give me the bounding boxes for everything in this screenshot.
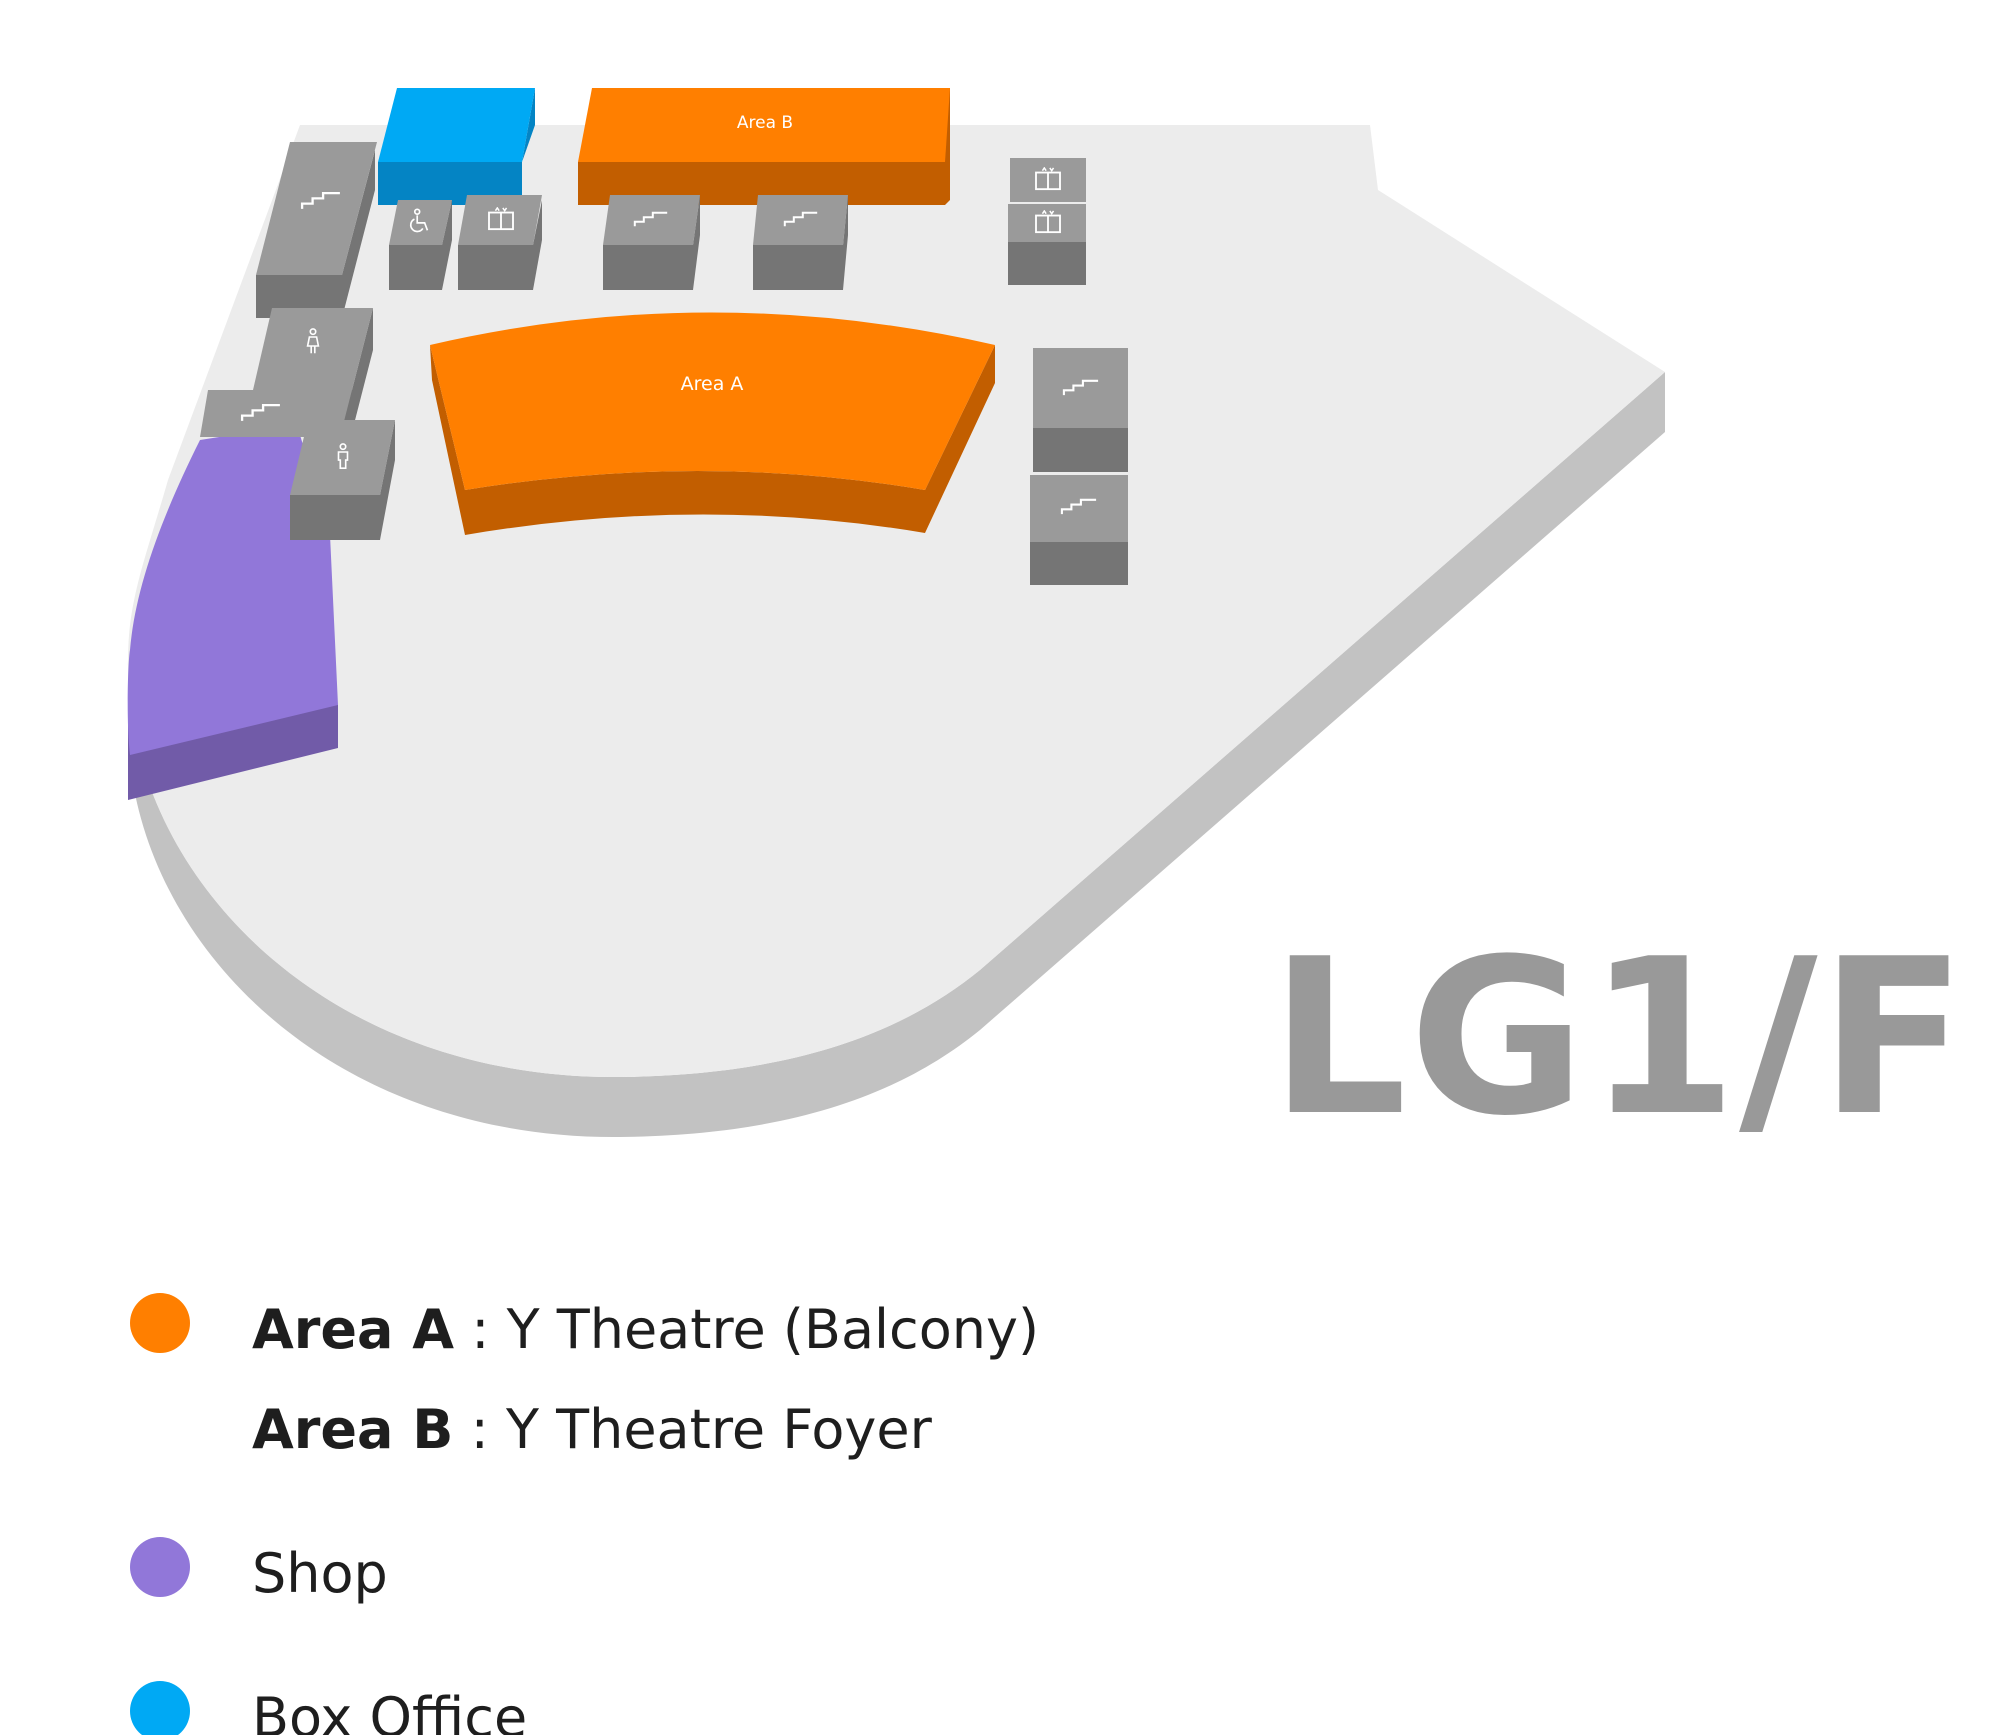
block-front — [389, 245, 442, 290]
box-office-front — [378, 162, 522, 205]
legend-line-shop: Shop — [252, 1524, 1430, 1624]
legend-value: Box Office — [252, 1686, 528, 1735]
male-toilet-block[interactable] — [290, 420, 395, 540]
block-front — [753, 245, 843, 290]
stairs-block[interactable] — [256, 142, 377, 318]
area-b-label: Area B — [737, 113, 793, 133]
shop-area[interactable] — [127, 435, 338, 800]
block-side — [342, 150, 375, 318]
block-front — [1030, 542, 1128, 585]
legend-key: Area A — [252, 1298, 455, 1361]
block-front — [256, 275, 342, 318]
legend-key: Area B — [252, 1398, 454, 1461]
stairs-block[interactable] — [603, 195, 700, 290]
legend-item-areas: Area A : Y Theatre (Balcony) Area B : Y … — [130, 1280, 1430, 1480]
area-b[interactable]: Area B — [578, 88, 950, 205]
block-top — [603, 195, 700, 245]
stairs-block[interactable] — [1030, 475, 1128, 585]
legend-value: : Y Theatre (Balcony) — [454, 1298, 1040, 1361]
block-top — [1008, 204, 1086, 242]
accessible-toilet-block[interactable] — [389, 200, 452, 290]
legend-line-area-b: Area B : Y Theatre Foyer — [252, 1380, 1430, 1480]
legend-line-area-a: Area A : Y Theatre (Balcony) — [252, 1280, 1430, 1380]
area-b-top — [578, 88, 950, 162]
block-top — [1033, 348, 1128, 428]
block-front — [603, 245, 693, 290]
block-top — [1030, 475, 1128, 542]
legend-value: : Y Theatre Foyer — [453, 1398, 932, 1461]
block-front — [290, 495, 380, 540]
block-top — [458, 195, 542, 245]
box-office-top — [378, 88, 535, 162]
stairs-block[interactable] — [753, 195, 848, 290]
shop-area-top — [127, 435, 338, 755]
block-side — [693, 195, 700, 290]
area-b-front — [578, 162, 945, 205]
lift-block[interactable] — [1010, 158, 1086, 202]
area-a-label: Area A — [681, 373, 744, 395]
legend-line-box-office: Box Office — [252, 1668, 1430, 1735]
block-front — [1008, 242, 1086, 285]
legend-dot-orange — [130, 1293, 190, 1353]
area-a-side — [430, 345, 995, 535]
block-top — [290, 420, 395, 495]
legend-dot-blue — [130, 1681, 190, 1735]
stairs-block[interactable] — [1033, 348, 1128, 472]
legend-value: Shop — [252, 1542, 388, 1605]
block-top — [253, 308, 373, 390]
block-top — [753, 195, 848, 245]
block-side — [380, 420, 395, 540]
box-office[interactable] — [378, 88, 535, 205]
area-a-top — [430, 312, 995, 490]
lift-block[interactable] — [458, 195, 542, 290]
block-side — [352, 308, 373, 432]
block-side — [442, 200, 452, 290]
block-front — [458, 245, 533, 290]
legend-item-box-office: Box Office — [130, 1668, 1430, 1735]
floor-level-label: LG1/F — [1270, 912, 1969, 1163]
lift-block[interactable] — [1008, 204, 1086, 285]
block-front — [1033, 428, 1128, 472]
legend-item-shop: Shop — [130, 1524, 1430, 1624]
floor-map: Area A Area B — [127, 88, 1666, 1138]
legend: Area A : Y Theatre (Balcony) Area B : Y … — [130, 1280, 1430, 1735]
legend-dot-purple — [130, 1537, 190, 1597]
block-side — [533, 200, 542, 290]
block-side — [843, 195, 848, 290]
block-top — [256, 142, 377, 275]
area-a[interactable]: Area A — [430, 312, 995, 536]
